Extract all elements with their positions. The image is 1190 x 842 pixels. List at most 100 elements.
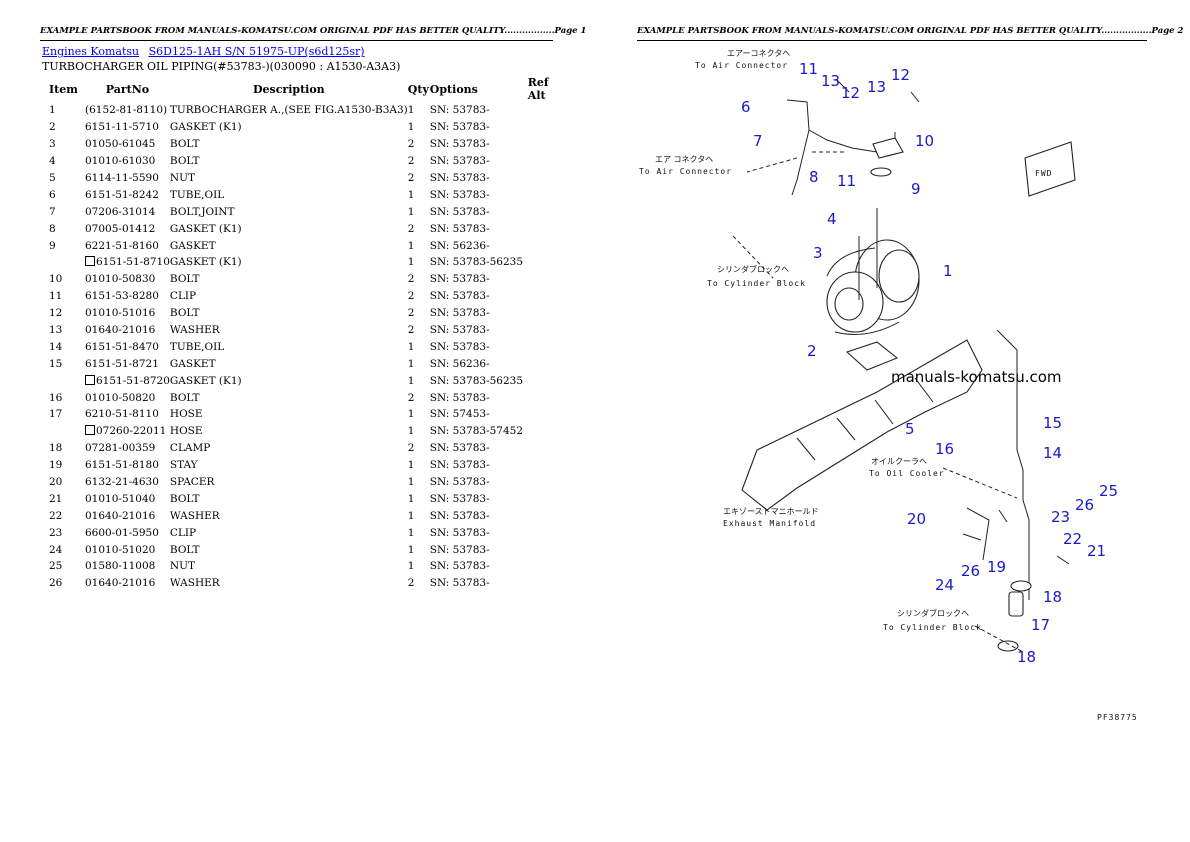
cell-qty-text: 1 — [407, 526, 415, 539]
cell-item: 21 — [42, 490, 85, 507]
cell-qty: 1 — [408, 524, 430, 541]
callout-1: 1 — [943, 262, 953, 280]
breadcrumb-link-model[interactable]: S6D125-1AH S/N 51975-UP(s6d125sr) — [148, 45, 365, 58]
cell-description-text: TUBE,OIL — [169, 188, 225, 201]
callout-numbers: 1 2 3 4 5 6 7 8 9 10 11 11 12 12 13 13 1… — [741, 60, 1118, 666]
cell-description-text: WASHER — [169, 324, 220, 337]
cell-qty: 2 — [408, 136, 430, 153]
cell-options-text: SN: 53783- — [429, 459, 490, 472]
cell-options: SN: 53783-56235 — [430, 254, 528, 271]
callout-14: 14 — [1043, 444, 1062, 462]
cell-qty: 1 — [408, 457, 430, 474]
callout-13-right: 13 — [867, 78, 886, 96]
cell-qty: 2 — [408, 288, 430, 305]
cell-partno: 01010-51040 — [85, 490, 170, 507]
col-header-partno: PartNo — [105, 82, 150, 96]
callout-4: 4 — [827, 210, 837, 228]
cell-qty: 2 — [408, 440, 430, 457]
cell-description-text: CLAMP — [169, 442, 211, 455]
cell-options-text: SN: 53783- — [429, 391, 490, 404]
page-header-2: EXAMPLE PARTSBOOK FROM MANUALS-KOMATSU.C… — [637, 26, 1183, 41]
cell-item: 4 — [42, 153, 85, 170]
cell-item-text: 22 — [49, 509, 63, 522]
clamp-18-upper — [1010, 580, 1032, 592]
cell-item — [42, 254, 85, 271]
cell-options: SN: 53783- — [430, 186, 528, 203]
cell-description-text: GASKET (K1) — [169, 256, 242, 269]
cell-description-text: GASKET (K1) — [169, 374, 242, 387]
cell-options-text: SN: 53783- — [429, 307, 490, 320]
cell-description: BOLT — [170, 490, 408, 507]
callout-13-left: 13 — [821, 72, 840, 90]
cell-options: SN: 57453- — [430, 406, 528, 423]
cell-description: BOLT — [170, 541, 408, 558]
cell-options-text: SN: 53783- — [429, 543, 490, 556]
cell-qty-text: 2 — [407, 577, 415, 590]
cell-partno-text: (6152-81-8110) — [85, 104, 168, 117]
cell-description-text: WASHER — [169, 577, 220, 590]
cell-description: WASHER — [170, 575, 408, 592]
cell-qty: 2 — [408, 322, 430, 339]
cell-refalt — [528, 440, 568, 457]
cell-item-text: 12 — [49, 307, 63, 320]
cell-options: SN: 53783- — [430, 490, 528, 507]
cell-options-text: SN: 53783-56235 — [429, 256, 524, 269]
cell-refalt — [528, 423, 568, 440]
cell-description-text: GASKET (K1) — [169, 222, 242, 235]
cell-item: 3 — [42, 136, 85, 153]
cell-item: 20 — [42, 474, 85, 491]
callout-20: 20 — [907, 510, 926, 528]
cell-item-text: 4 — [49, 155, 56, 168]
cell-item-text: 9 — [49, 239, 56, 252]
table-row: 1(6152-81-8110)TURBOCHARGER A.,(SEE FIG.… — [42, 102, 568, 119]
cell-options: SN: 53783- — [430, 440, 528, 457]
cell-item-text: 23 — [49, 526, 63, 539]
cell-partno-text: 01580-11008 — [85, 560, 156, 573]
cell-description: HOSE — [170, 423, 408, 440]
cell-description: TUBE,OIL — [170, 338, 408, 355]
cell-partno-text: 01010-51040 — [85, 492, 156, 505]
cell-partno-text: 07005-01412 — [85, 222, 156, 235]
cell-qty-text: 1 — [407, 205, 415, 218]
cell-qty: 1 — [408, 558, 430, 575]
cell-options: SN: 53783- — [430, 288, 528, 305]
cell-refalt — [528, 186, 568, 203]
cell-item: 2 — [42, 119, 85, 136]
cell-refalt — [528, 305, 568, 322]
cell-options: SN: 53783- — [430, 170, 528, 187]
breadcrumb-link-engines[interactable]: Engines Komatsu — [42, 45, 140, 58]
cell-partno: 6132-21-4630 — [85, 474, 170, 491]
cell-refalt — [528, 254, 568, 271]
cell-partno: 6600-01-5950 — [85, 524, 170, 541]
cell-item: 16 — [42, 389, 85, 406]
cell-partno: 01050-61045 — [85, 136, 170, 153]
cell-qty-text: 1 — [407, 408, 415, 421]
cell-partno: 01010-51016 — [85, 305, 170, 322]
cell-qty-text: 1 — [407, 340, 415, 353]
cell-partno-text: 6210-51-8110 — [85, 408, 159, 421]
cell-refalt — [528, 389, 568, 406]
cell-qty-text: 2 — [407, 324, 415, 337]
callout-8: 8 — [809, 168, 819, 186]
cell-refalt — [528, 558, 568, 575]
cell-item-text: 1 — [49, 104, 56, 117]
cell-options: SN: 53783- — [430, 389, 528, 406]
cell-partno: 6151-51-8180 — [85, 457, 170, 474]
cell-description-text: BOLT — [169, 138, 200, 151]
cell-qty-text: 2 — [407, 172, 415, 184]
cell-refalt — [528, 322, 568, 339]
cell-partno-text: 6151-51-8242 — [85, 188, 159, 201]
callout-23: 23 — [1051, 508, 1070, 526]
cell-qty-text: 1 — [407, 459, 415, 472]
cell-refalt — [528, 372, 568, 389]
section-title: TURBOCHARGER OIL PIPING(#53783-)(030090 … — [42, 60, 401, 73]
cell-partno: 01010-50830 — [85, 271, 170, 288]
col-header-qty: Qty — [407, 82, 429, 96]
cell-qty-text: 2 — [407, 290, 415, 303]
